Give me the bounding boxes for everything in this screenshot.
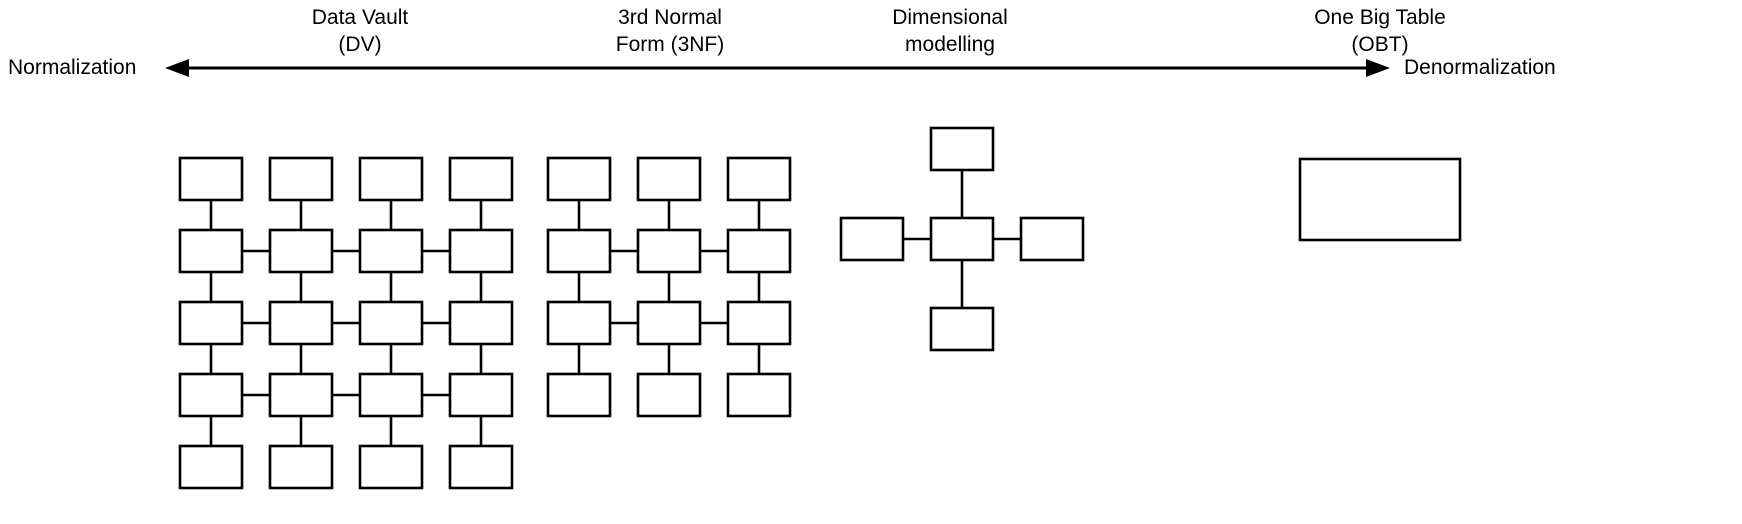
table-node xyxy=(268,156,334,202)
table-node xyxy=(178,300,244,346)
table-node xyxy=(448,300,514,346)
table-node xyxy=(636,300,702,346)
table-node xyxy=(358,444,424,490)
fact-node-center xyxy=(929,216,995,262)
table-node xyxy=(358,228,424,274)
table-node xyxy=(546,300,612,346)
axis-label-normalization: Normalization xyxy=(8,56,137,79)
table-node xyxy=(448,372,514,418)
column-title-data-vault: Data Vault (DV) xyxy=(311,6,409,57)
column-title-one-big-table: One Big Table (OBT) xyxy=(1314,6,1446,57)
table-node xyxy=(358,156,424,202)
axis-label-denormalization: Denormalization xyxy=(1404,56,1556,79)
dimension-node-bottom xyxy=(929,306,995,352)
table-node xyxy=(546,372,612,418)
table-node xyxy=(546,228,612,274)
table-node xyxy=(726,228,792,274)
table-node xyxy=(636,228,702,274)
table-node xyxy=(358,300,424,346)
table-node xyxy=(726,300,792,346)
table-node xyxy=(178,156,244,202)
table-node xyxy=(636,372,702,418)
one-big-table-node xyxy=(1298,157,1462,242)
table-node xyxy=(178,372,244,418)
dimension-node-right xyxy=(1019,216,1085,262)
table-node xyxy=(726,156,792,202)
dimension-node-top xyxy=(929,126,995,172)
arrow-head-left-icon xyxy=(165,59,189,77)
arrow-head-right-icon xyxy=(1366,59,1390,77)
table-node xyxy=(358,372,424,418)
table-node xyxy=(268,300,334,346)
table-node xyxy=(448,444,514,490)
table-node xyxy=(178,444,244,490)
table-node xyxy=(448,228,514,274)
table-node xyxy=(268,444,334,490)
column-title-dimensional-modelling: Dimensional modelling xyxy=(892,6,1008,57)
dimension-node-left xyxy=(839,216,905,262)
column-title-third-normal-form: 3rd Normal Form (3NF) xyxy=(615,6,725,57)
table-node xyxy=(268,372,334,418)
table-node xyxy=(268,228,334,274)
table-node xyxy=(448,156,514,202)
table-node xyxy=(178,228,244,274)
table-node xyxy=(636,156,702,202)
table-node xyxy=(726,372,792,418)
table-node xyxy=(546,156,612,202)
